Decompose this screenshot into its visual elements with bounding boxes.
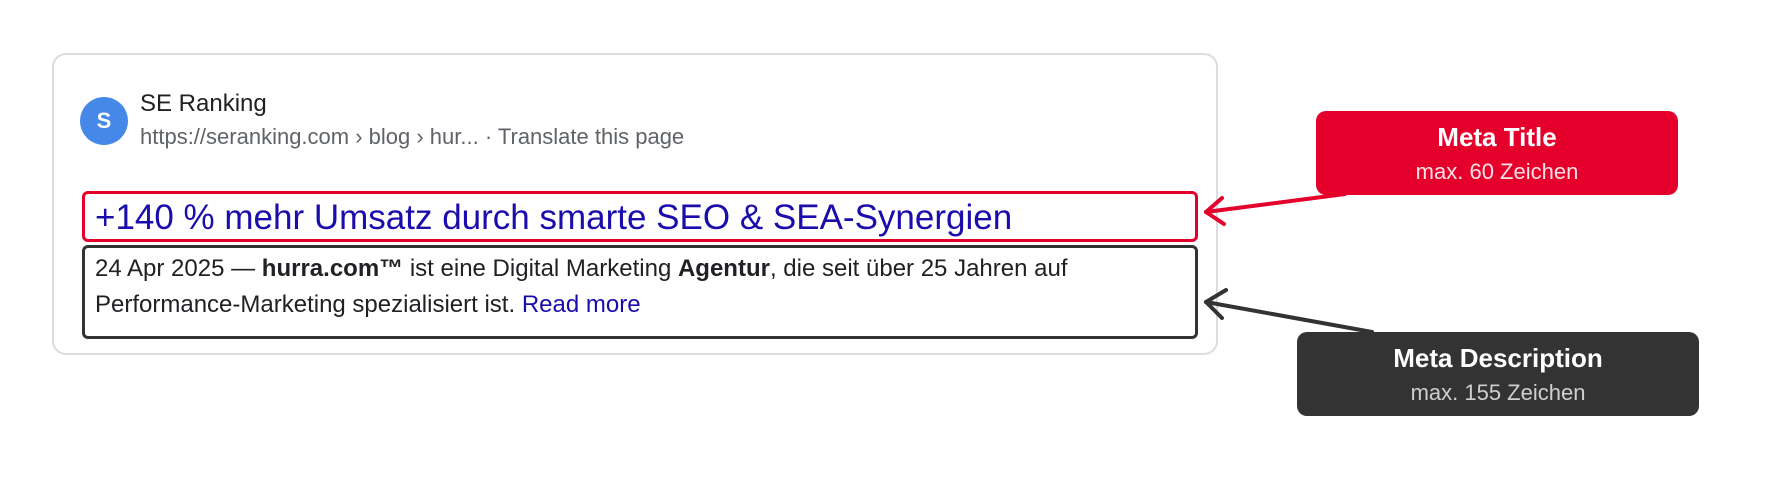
meta-description-arrow <box>1204 288 1374 334</box>
description-keyword: Agentur <box>677 255 770 282</box>
meta-description-highlight: 24 Apr 2025 — hurra.com™ ist eine Digita… <box>82 245 1198 339</box>
meta-description-callout: Meta Description max. 155 Zeichen <box>1297 332 1699 416</box>
meta-title-callout-limit: max. 60 Zeichen <box>1415 159 1579 184</box>
result-date: 24 Apr 2025 <box>95 255 225 282</box>
date-dash: — <box>224 255 262 282</box>
description-text-1: ist eine Digital Marketing <box>403 255 678 282</box>
meta-title-callout-heading: Meta Title <box>1437 122 1557 152</box>
site-name[interactable]: SE Ranking <box>140 90 267 117</box>
read-more-link[interactable]: Read more <box>521 291 641 318</box>
result-description: 24 Apr 2025 — hurra.com™ ist eine Digita… <box>95 251 1185 323</box>
url-separator: · <box>478 124 498 149</box>
meta-description-callout-limit: max. 155 Zeichen <box>1410 380 1586 405</box>
description-text-2: , die seit über 25 Jahren auf Performanc… <box>95 255 1068 318</box>
result-title-link[interactable]: +140 % mehr Umsatz durch smarte SEO & SE… <box>95 198 1013 237</box>
search-result-card: S SE Ranking https://seranking.com › blo… <box>52 53 1218 355</box>
meta-title-arrow <box>1204 192 1347 226</box>
site-url-line: https://seranking.com › blog › hur... · … <box>140 121 684 153</box>
site-url[interactable]: https://seranking.com › blog › hur... <box>140 124 479 149</box>
translate-link[interactable]: Translate this page <box>497 124 685 149</box>
site-favicon-letter: S <box>96 108 112 133</box>
site-favicon[interactable]: S <box>80 97 128 145</box>
meta-title-callout: Meta Title max. 60 Zeichen <box>1316 111 1678 195</box>
site-header: S SE Ranking https://seranking.com › blo… <box>80 89 684 153</box>
result-brand: hurra.com™ <box>261 255 404 282</box>
meta-description-callout-heading: Meta Description <box>1393 343 1603 373</box>
site-meta: SE Ranking https://seranking.com › blog … <box>140 89 684 153</box>
meta-title-highlight: +140 % mehr Umsatz durch smarte SEO & SE… <box>82 191 1198 242</box>
